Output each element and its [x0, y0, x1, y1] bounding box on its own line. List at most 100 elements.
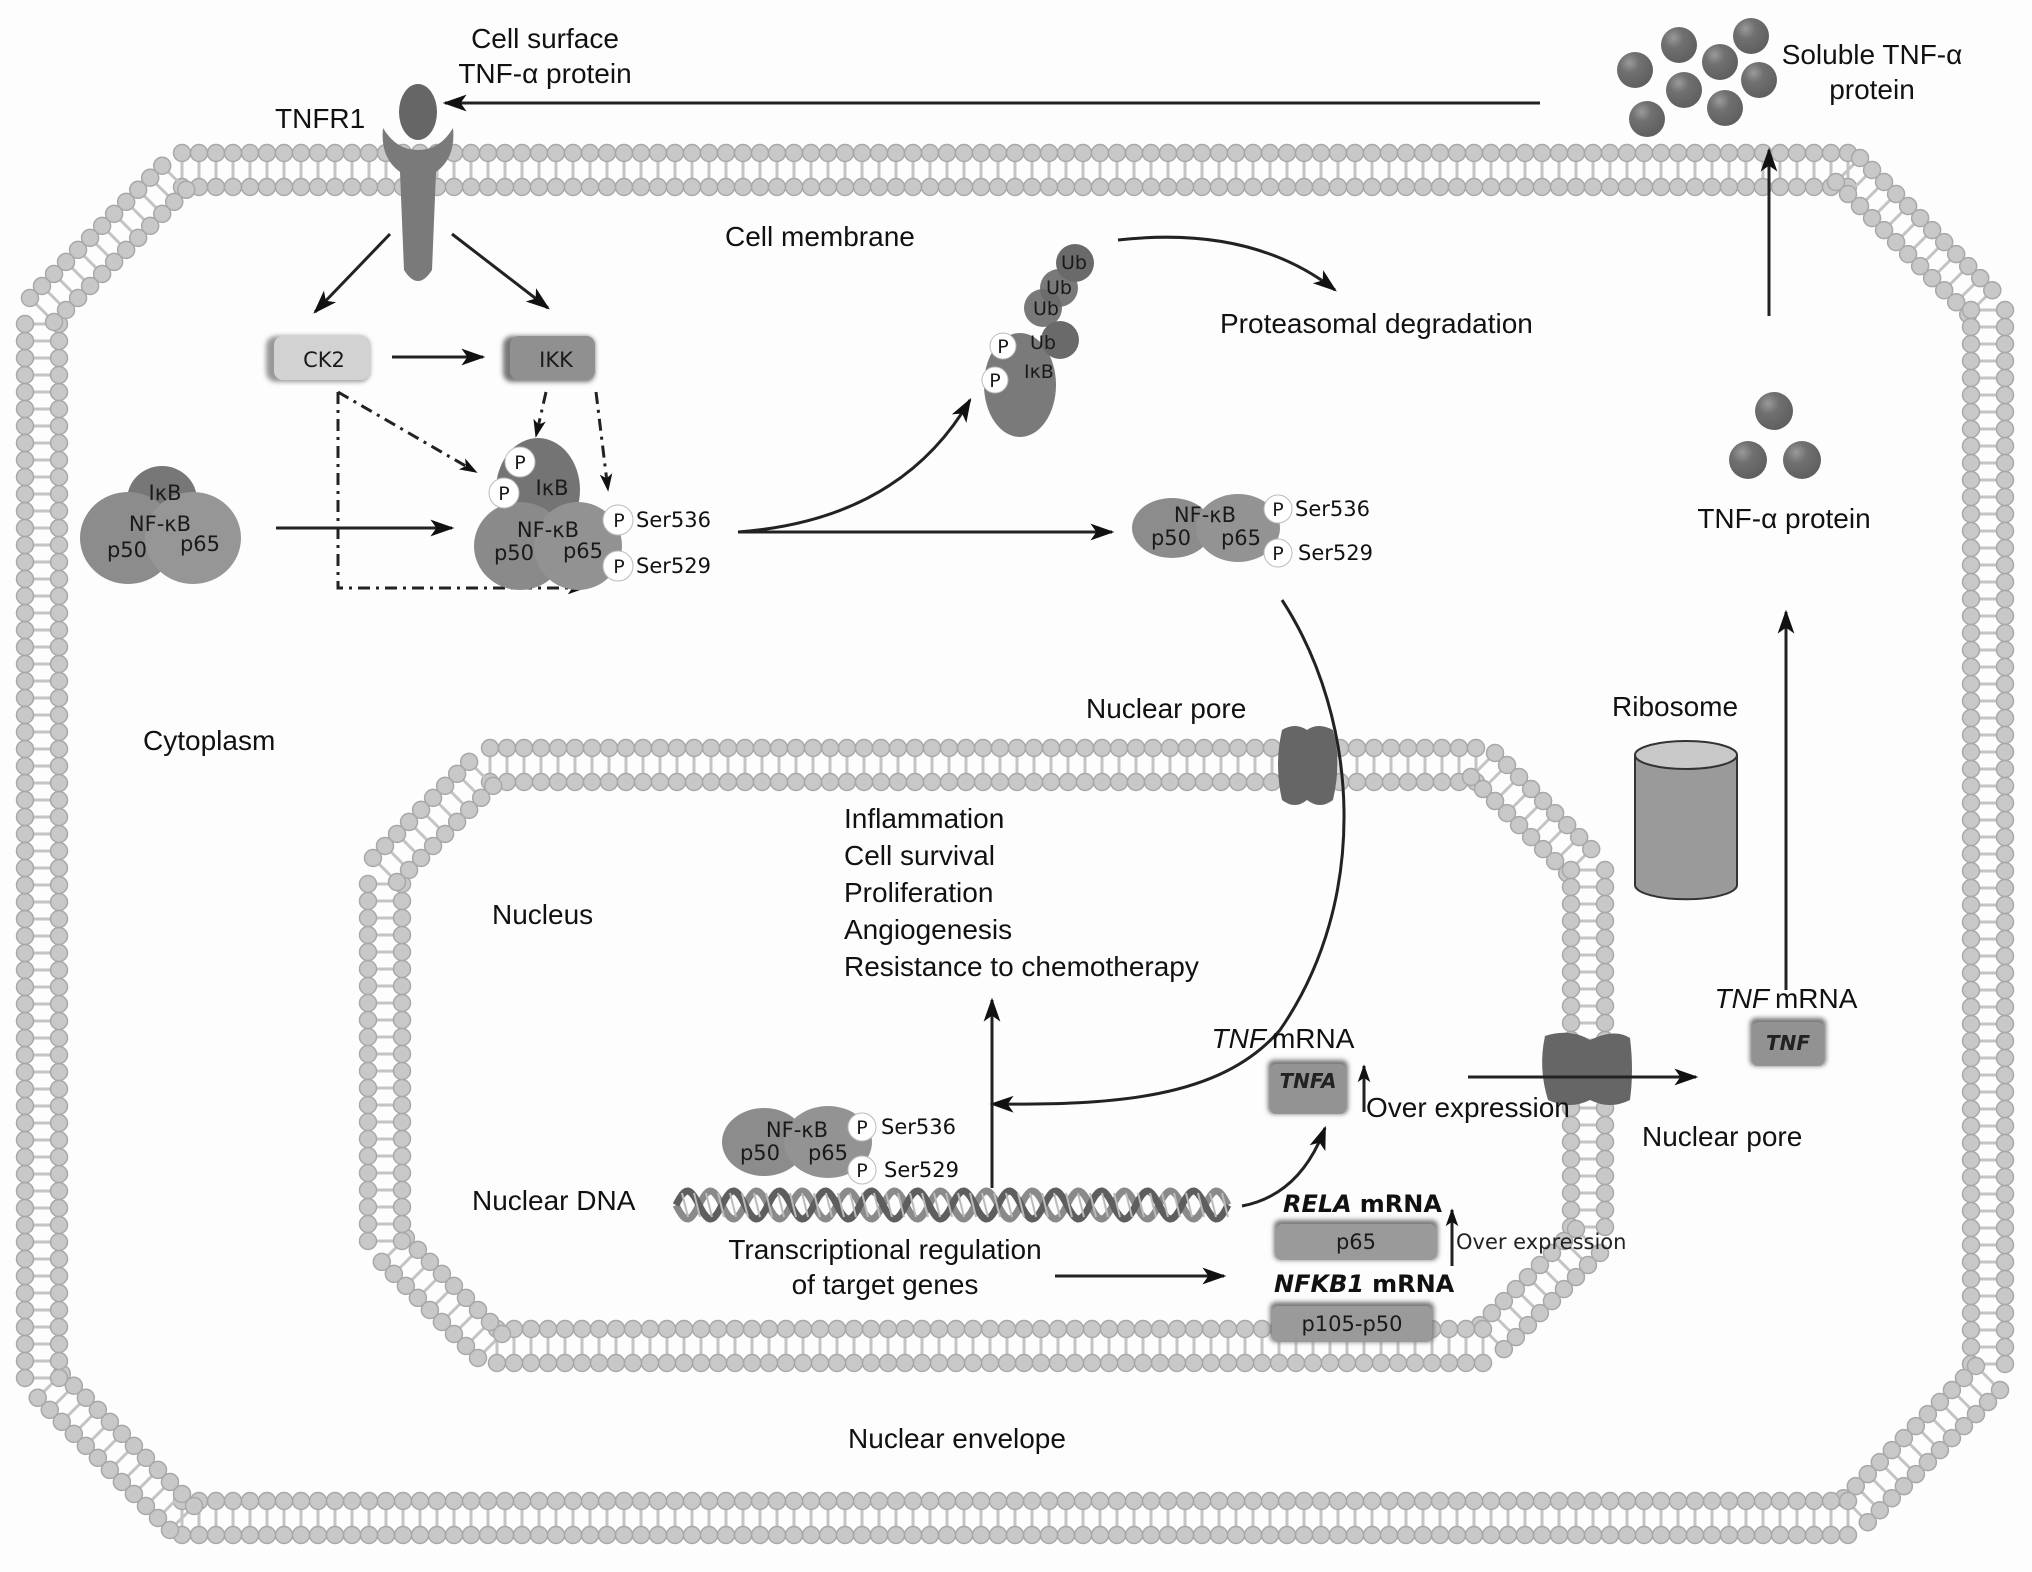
lipid-head	[206, 1491, 226, 1511]
lipid-head	[240, 143, 260, 163]
lipid-head	[886, 1491, 906, 1511]
lipid-head	[1838, 1491, 1858, 1511]
lipid-head	[1177, 772, 1197, 792]
lipid-head	[1175, 177, 1195, 197]
lipid-head	[1617, 177, 1637, 197]
lipid-head	[980, 1353, 1000, 1373]
lipid-head	[691, 1319, 711, 1339]
lipid-head	[124, 1484, 144, 1504]
lipid-head	[342, 143, 362, 163]
lipid-head	[1447, 1525, 1467, 1545]
lipid-head	[1961, 402, 1981, 422]
lipid-head	[56, 300, 76, 320]
lipid-head	[15, 926, 35, 946]
lipid-head	[631, 177, 651, 197]
lipid-head	[1039, 1525, 1059, 1545]
lipid-head	[1481, 177, 1501, 197]
lipid-head	[1184, 1319, 1204, 1339]
lipid-head	[759, 1353, 779, 1373]
lipid-head	[1918, 1452, 1938, 1472]
lipid-head	[15, 1028, 35, 1048]
dna-base-pair	[1149, 1192, 1157, 1218]
lipid-head	[1961, 742, 1981, 762]
lipid-head	[1075, 738, 1095, 758]
soluble-tnf-cluster	[1617, 18, 1777, 137]
lipid-head	[1995, 1150, 2015, 1170]
lipid-head	[1561, 1149, 1581, 1169]
lipid-head	[308, 177, 328, 197]
lipid-head	[456, 1288, 476, 1308]
lipid-head	[140, 216, 160, 236]
lipid-head	[1056, 177, 1076, 197]
rela-mrna-box: p65	[1274, 1220, 1438, 1260]
lipid-head	[990, 772, 1010, 792]
lipid-head	[1995, 793, 2015, 813]
lipid-head	[1345, 177, 1365, 197]
lipid-head	[80, 228, 100, 248]
lipid-head	[784, 1525, 804, 1545]
lipid-head	[956, 772, 976, 792]
lipid-head	[1882, 1440, 1902, 1460]
lipid-head	[15, 671, 35, 691]
lipid-head	[206, 1525, 226, 1545]
lipid-head	[1910, 256, 1930, 276]
lipid-head	[325, 143, 345, 163]
lipid-head	[1595, 996, 1615, 1016]
lipid-head	[1031, 1319, 1051, 1339]
lipid-head	[1995, 997, 2015, 1017]
phospho-label: P	[856, 1117, 867, 1139]
lipid-head	[1961, 691, 1981, 711]
lipid-head	[1719, 1525, 1739, 1545]
lipid-head	[1320, 1353, 1340, 1373]
lipid-head	[1422, 1353, 1442, 1373]
lipid-head	[1107, 143, 1127, 163]
lipid-head	[827, 1319, 847, 1339]
lipid-head	[912, 1353, 932, 1373]
lipid-head	[359, 143, 379, 163]
lipid-head	[40, 1400, 60, 1420]
lipid-head	[1590, 1243, 1610, 1263]
lipid-head	[572, 1319, 592, 1339]
lipid-head	[257, 1491, 277, 1511]
lipid-head	[1961, 453, 1981, 473]
lipid-head	[1439, 1353, 1459, 1373]
lipid-head	[1430, 143, 1450, 163]
lipid-head	[1961, 436, 1981, 456]
lipid-head	[1961, 1031, 1981, 1051]
lipid-head	[1961, 640, 1981, 660]
dna-base-pair	[681, 1192, 689, 1218]
lipid-head	[1995, 470, 2015, 490]
lipid-head	[903, 1491, 923, 1511]
phospho-label: P	[856, 1160, 867, 1182]
lipid-head	[444, 1491, 464, 1511]
lipid-head	[682, 1491, 702, 1511]
lipid-head	[1549, 177, 1569, 197]
lipid-head	[633, 772, 653, 792]
outcome-item: Angiogenesis	[844, 914, 1012, 945]
lipid-head	[15, 654, 35, 674]
phospho-label: P	[1272, 543, 1283, 565]
lipid-head	[512, 1525, 532, 1545]
lipid-head	[15, 960, 35, 980]
lipid-head	[1821, 1491, 1841, 1511]
lipid-head	[1838, 1525, 1858, 1545]
lipid-head	[657, 1319, 677, 1339]
lipid-head	[563, 143, 583, 163]
lipid-head	[521, 1319, 541, 1339]
lipid-head	[1379, 1491, 1399, 1511]
lipid-head	[15, 348, 35, 368]
lipid-head	[1995, 776, 2015, 796]
lipid-head	[49, 1283, 69, 1303]
lipid-head	[1995, 334, 2015, 354]
lipid-head	[837, 738, 857, 758]
lipid-head	[1561, 1013, 1581, 1033]
arrow-nuclear-translocation	[989, 599, 1346, 1113]
lipid-head	[1954, 1368, 1974, 1388]
lipid-head	[1787, 1525, 1807, 1545]
lipid-head	[49, 807, 69, 827]
ser536-label: Ser536	[1295, 497, 1370, 521]
lipid-head	[1447, 1491, 1467, 1511]
lipid-head	[49, 637, 69, 657]
lipid-head	[88, 1448, 108, 1468]
lipid-head	[1124, 143, 1144, 163]
